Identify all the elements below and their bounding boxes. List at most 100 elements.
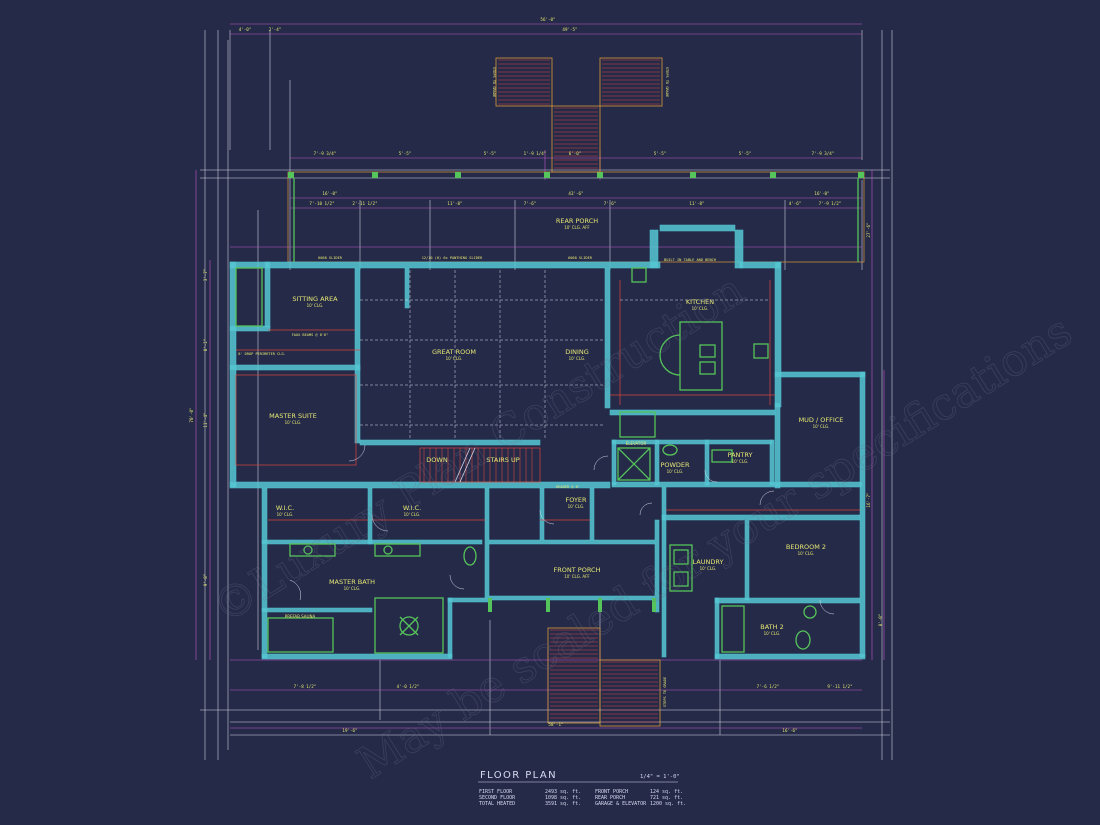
room-kitchen-ceiling: 10' CLG.: [692, 306, 709, 311]
interior-stairs: [419, 447, 541, 483]
title-floor-plan: FLOOR PLAN: [480, 770, 557, 781]
room-mud-office-ceiling: 10' CLG.: [813, 424, 830, 429]
room-bedroom-2: BEDROOM 2: [786, 543, 826, 551]
room-down: DOWN: [426, 456, 448, 464]
room-foyer-ceiling: 10' CLG.: [568, 504, 585, 509]
room-sitting-area-ceiling: 10' CLG.: [307, 303, 324, 308]
walls: [229, 224, 866, 660]
dim-row-b: 2'-11 1/2": [352, 201, 377, 206]
room-front-porch: FRONT PORCH: [554, 566, 601, 574]
dim-right-b: 16'-7": [866, 492, 871, 507]
area-first-floor: FIRST FLOOR: [479, 789, 513, 795]
dim-bottom-mid-d: 9'-11 1/2": [827, 684, 852, 689]
note-header: HEADER @ 8': [556, 485, 580, 489]
dim-porch-b: 5'-5": [484, 151, 497, 156]
dim-left-a: 3'-7": [203, 269, 208, 282]
dim-row-g: 4'-6": [789, 201, 802, 206]
overhead-lines: [235, 280, 860, 521]
dim-row-e: 7'-6": [604, 201, 617, 206]
area-second-floor: SECOND FLOOR: [479, 795, 516, 801]
room-labels: REAR PORCH 10' CLG. AFF SITTING AREA 10'…: [269, 217, 843, 636]
dim-row-h: 7'-9 1/2": [819, 201, 842, 206]
front-stairs: [547, 627, 661, 727]
room-mud-office: MUD / OFFICE: [799, 416, 844, 424]
room-bedroom-2-ceiling: 10' CLG.: [798, 551, 815, 556]
note-sliding-door: 12/10 (6) 6x PANTHING SLIDER: [422, 256, 483, 260]
area-total-heated-value: 3591 sq. ft.: [545, 801, 581, 807]
room-kitchen: KITCHEN: [686, 298, 714, 306]
plan-notes: BUILT IN TABLE AND BENCH FAUX BEAMS @ 8'…: [238, 67, 716, 707]
area-front-porch: FRONT PORCH: [595, 789, 628, 795]
note-faux-beams: FAUX BEAMS @ 8'6": [292, 333, 329, 337]
watermark: ©Luxury Plan Construction May be scaled …: [203, 264, 1081, 790]
room-master-bath-ceiling: 10' CLG.: [344, 586, 361, 591]
note-drop-ceiling: 8' DROP PERIMETER CLG.: [238, 352, 286, 356]
dim-left-d: 9'-8": [203, 574, 208, 587]
dim-row-f: 11'-8": [689, 201, 704, 206]
dim-porch-e: 5'-5": [739, 151, 752, 156]
room-wic-right-ceiling: 10' CLG.: [404, 512, 421, 517]
room-rear-porch: REAR PORCH: [556, 217, 598, 225]
note-steps-grade-left: STEPS TO GRADE: [492, 67, 496, 97]
dim-bottom-right: 16'-6": [782, 728, 797, 733]
dim-porch-a: 5'-5": [399, 151, 412, 156]
dim-top-left-a: 4'-0": [239, 27, 252, 32]
dim-top-right: 49'-5": [562, 27, 577, 32]
ceiling-beams: [360, 270, 770, 440]
room-bath-2-ceiling: 10' CLG.: [764, 631, 781, 636]
dim-overall-top: 56'-0": [540, 17, 555, 22]
dim-left-total: 70'-0": [189, 407, 194, 422]
room-laundry-ceiling: 10' CLG.: [700, 566, 717, 571]
room-sitting-area: SITTING AREA: [292, 295, 338, 303]
room-foyer: FOYER: [565, 496, 587, 504]
dim-row-d: 7'-6": [524, 201, 537, 206]
dim-bottom-left: 19'-6": [342, 728, 357, 733]
dimension-labels: 56'-0" 49'-5" 4'-0" 2'-4" 7'-9 3/4" 5'-5…: [189, 17, 883, 733]
dim-top-left-b: 2'-4": [269, 27, 282, 32]
dim-bottom-overall: 58'-1": [548, 722, 563, 727]
dim-left-c: 11'-4": [203, 412, 208, 427]
dim-porch-right: 7'-9 3/4": [812, 151, 835, 156]
room-powder: POWDER: [660, 461, 690, 469]
dim-stair-width: 6'-0": [569, 151, 582, 156]
title-scale: 1/4" = 1'-0": [640, 774, 680, 780]
room-pantry: PANTRY: [728, 451, 753, 459]
room-great-room-ceiling: 10' CLG.: [446, 356, 463, 361]
door-swings: [289, 444, 835, 615]
rear-stairs: [495, 57, 663, 173]
dim-row-c: 11'-8": [447, 201, 462, 206]
dim-porch-d: 5'-5": [654, 151, 667, 156]
room-elevator: ELEVATOR: [626, 441, 647, 446]
room-pantry-ceiling: 10' CLG.: [732, 459, 749, 464]
room-wic-right: W.I.C.: [403, 504, 421, 512]
dim-porch-c: 1'-9 1/4": [524, 151, 547, 156]
room-powder-ceiling: 10' CLG.: [667, 469, 684, 474]
dim-row-a: 7'-10 1/2": [309, 201, 334, 206]
area-front-porch-value: 124 sq. ft.: [650, 789, 683, 795]
dim-porch-left: 7'-9 3/4": [314, 151, 337, 156]
dim-left-b: 8'-1": [203, 339, 208, 352]
room-great-room: GREAT ROOM: [432, 348, 476, 356]
area-first-floor-value: 2493 sq. ft.: [545, 789, 581, 795]
room-bath-2: BATH 2: [760, 623, 783, 631]
area-total-heated: TOTAL HEATED: [479, 801, 515, 807]
title-block: FLOOR PLAN 1/4" = 1'-0" FIRST FLOOR 2493…: [478, 770, 686, 807]
room-prefab-sauna: PREFAB SAUNA: [285, 614, 316, 619]
area-second-floor-value: 1098 sq. ft.: [545, 795, 581, 801]
dim-bottom-mid-b: 4'-0 1/2": [397, 684, 420, 689]
room-stairs-up: STAIRS UP: [486, 456, 519, 464]
area-garage-elevator-value: 1200 sq. ft.: [650, 801, 686, 807]
note-slider-1: 6068 SLIDER: [318, 256, 343, 260]
dim-right-c: 8'-0": [878, 614, 883, 627]
note-steps-grade-right: STEPS TO GRADE: [665, 67, 669, 97]
room-master-suite: MASTER SUITE: [269, 412, 317, 420]
room-rear-porch-ceiling: 10' CLG. AFF: [564, 225, 590, 230]
area-garage-elevator: GARAGE & ELEVATOR: [595, 801, 647, 807]
area-rear-porch-value: 721 sq. ft.: [650, 795, 683, 801]
watermark-line-2: May be scaled for your specifications: [349, 305, 1081, 789]
room-front-porch-ceiling: 10' CLG. AFF: [564, 574, 590, 579]
note-slider-2: 6068 SLIDER: [568, 256, 593, 260]
dim-bottom-mid-c: 7'-6 1/2": [757, 684, 780, 689]
room-wic-left: W.I.C.: [276, 504, 294, 512]
